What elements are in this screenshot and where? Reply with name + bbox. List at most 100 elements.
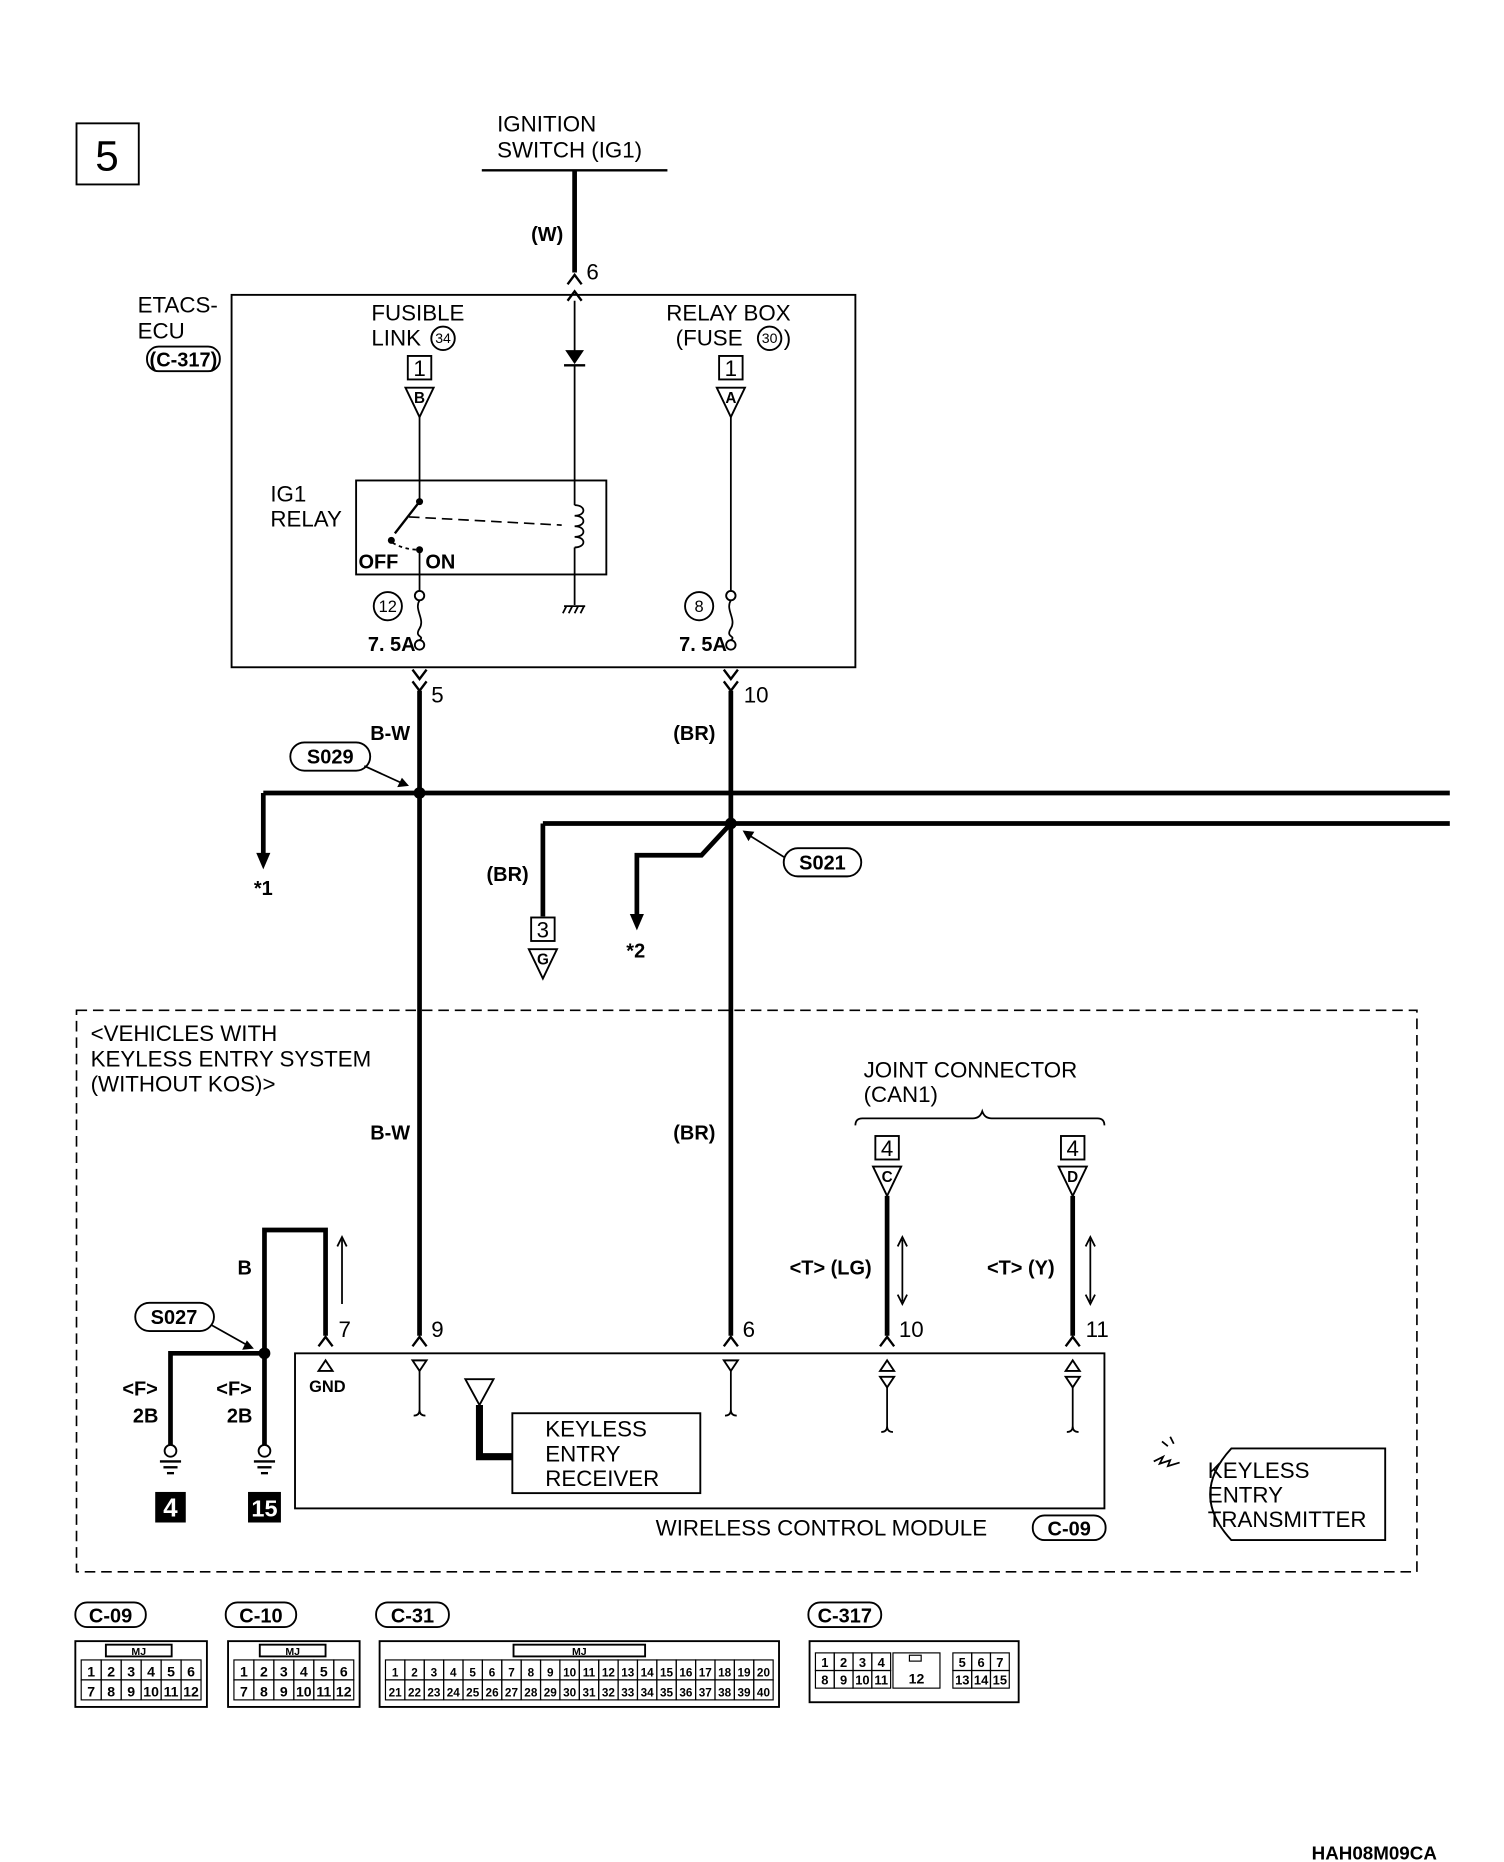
- receiver-label-2: ENTRY: [545, 1441, 620, 1466]
- connector-pin: 12: [183, 1683, 199, 1699]
- receiver-label-3: RECEIVER: [545, 1466, 659, 1491]
- relay-coupling-dash: [408, 516, 562, 526]
- connector-pin: 1: [240, 1663, 248, 1679]
- connector-pin: 4: [878, 1655, 886, 1670]
- connector-pin: 9: [547, 1666, 554, 1679]
- connector-pin: 9: [280, 1683, 288, 1699]
- connector-pin-cell: [892, 1652, 941, 1689]
- connector-pin: 14: [974, 1673, 989, 1688]
- diagram-code: HAH08M09CA: [1312, 1843, 1438, 1862]
- connector-pin: 5: [959, 1655, 966, 1670]
- s029-pointer: [363, 765, 406, 786]
- connector-pin: 34: [641, 1686, 655, 1699]
- fuse-12-circle: [372, 591, 403, 622]
- connector-label-oval: [375, 1601, 450, 1628]
- joint-connector-label-2: (CAN1): [864, 1082, 938, 1107]
- connector-pin: 22: [408, 1686, 422, 1699]
- connector-pin: 8: [821, 1673, 828, 1688]
- relay-on: ON: [425, 552, 455, 574]
- connector-chevron: [566, 272, 583, 285]
- connector-face: [808, 1640, 1020, 1704]
- connector-pin: 1: [821, 1655, 828, 1670]
- wire-color-br-bottom: (BR): [673, 1123, 715, 1145]
- connector-pin: 20: [757, 1666, 771, 1679]
- input-pin-icon: [410, 1359, 429, 1373]
- fuse-rating-right: 7. 5A: [679, 634, 727, 656]
- connector-pin: 8: [107, 1683, 115, 1699]
- connector-pin: 21: [389, 1686, 403, 1699]
- terminal-11: 11: [1086, 1317, 1109, 1342]
- connector-pin: 4: [300, 1663, 308, 1679]
- pin-d: D: [1067, 1169, 1078, 1186]
- pin-g: G: [537, 951, 549, 968]
- splice-s027-oval: [134, 1301, 215, 1332]
- relay-off: OFF: [358, 552, 398, 574]
- connector-pin: 33: [621, 1686, 635, 1699]
- splice-s021-oval: [782, 847, 863, 878]
- connector-pin: 37: [699, 1686, 713, 1699]
- terminal-10-top: 10: [744, 683, 769, 708]
- connector-pin: 18: [718, 1666, 732, 1679]
- ground-point-15: 15: [251, 1496, 277, 1522]
- connector-pin: 27: [505, 1686, 519, 1699]
- splice-s029-oval: [289, 741, 372, 772]
- ground-point-4: 4: [163, 1495, 178, 1523]
- connector-1-box-left: [406, 355, 433, 381]
- ignition-switch-label-1: IGNITION: [497, 112, 596, 137]
- connector-pin-cell: [333, 1679, 355, 1701]
- ref-1: *1: [254, 878, 273, 900]
- fuse-icon: [728, 599, 734, 641]
- connector-pin: 2: [260, 1663, 268, 1679]
- bidirectional-pin-icon: [878, 1375, 896, 1390]
- connector-1-left: 1: [413, 356, 425, 381]
- receiver-label-1: KEYLESS: [545, 1417, 647, 1442]
- ignition-switch-label-2: SWITCH (IG1): [497, 137, 642, 162]
- connector-pin-cell: [871, 1669, 892, 1689]
- connector-pin: 1: [392, 1666, 399, 1679]
- etacs-ecu-label-2: ECU: [138, 318, 185, 343]
- connector-pin: 6: [489, 1666, 496, 1679]
- transmitter-label-1: KEYLESS: [1208, 1458, 1310, 1483]
- fuse-rating-left: 7. 5A: [368, 634, 416, 656]
- connector-pin: 9: [127, 1683, 135, 1699]
- connector-pin-cell: [753, 1679, 774, 1701]
- terminal-9: 9: [431, 1317, 443, 1342]
- connector-pin: 19: [738, 1666, 752, 1679]
- etacs-ecu-label-1: ETACS-: [138, 292, 218, 317]
- connector-4-box-d: [1060, 1135, 1086, 1161]
- gnd-label: GND: [309, 1378, 346, 1396]
- connector-pin: 11: [164, 1683, 179, 1699]
- pin-c: C: [882, 1169, 893, 1186]
- connector-pin: 38: [718, 1686, 732, 1699]
- terminal-5: 5: [431, 683, 443, 708]
- connector-pin: 26: [486, 1686, 500, 1699]
- transmitter-label-2: ENTRY: [1208, 1483, 1283, 1508]
- connector-pin: 12: [336, 1683, 352, 1699]
- etacs-connector-oval: [146, 345, 221, 373]
- connector-face: [378, 1640, 780, 1708]
- connector-pin: 3: [280, 1663, 288, 1679]
- connector-pin: 6: [340, 1663, 348, 1679]
- connector-pin: 35: [660, 1686, 674, 1699]
- fuse-icon: [417, 599, 423, 641]
- fusible-link-label-1: FUSIBLE: [371, 301, 464, 326]
- diode-icon: [565, 350, 585, 365]
- fuse-8-circle: [684, 591, 715, 622]
- connector-pin: 25: [466, 1686, 480, 1699]
- connector-pin: 40: [757, 1686, 771, 1699]
- connector-pin: 3: [127, 1663, 135, 1679]
- fusible-link-label-2: LINK: [371, 325, 421, 350]
- ground-point-15-box: [248, 1491, 281, 1523]
- splice-s021: S021: [799, 852, 846, 874]
- connector-4-box-c: [874, 1135, 900, 1161]
- connector-pin-cell: [180, 1679, 202, 1701]
- pin-a: A: [725, 390, 736, 407]
- ground-terminal-icon: [257, 1444, 272, 1458]
- fusible-link-number-circle: [430, 325, 456, 352]
- ground-f-right: <F>: [216, 1379, 252, 1401]
- mj-label: MJ: [285, 1646, 300, 1658]
- relay-box-label-2: (FUSE: [676, 325, 743, 350]
- connector-label: C-31: [391, 1605, 434, 1627]
- relay-switch-arm: [393, 500, 421, 535]
